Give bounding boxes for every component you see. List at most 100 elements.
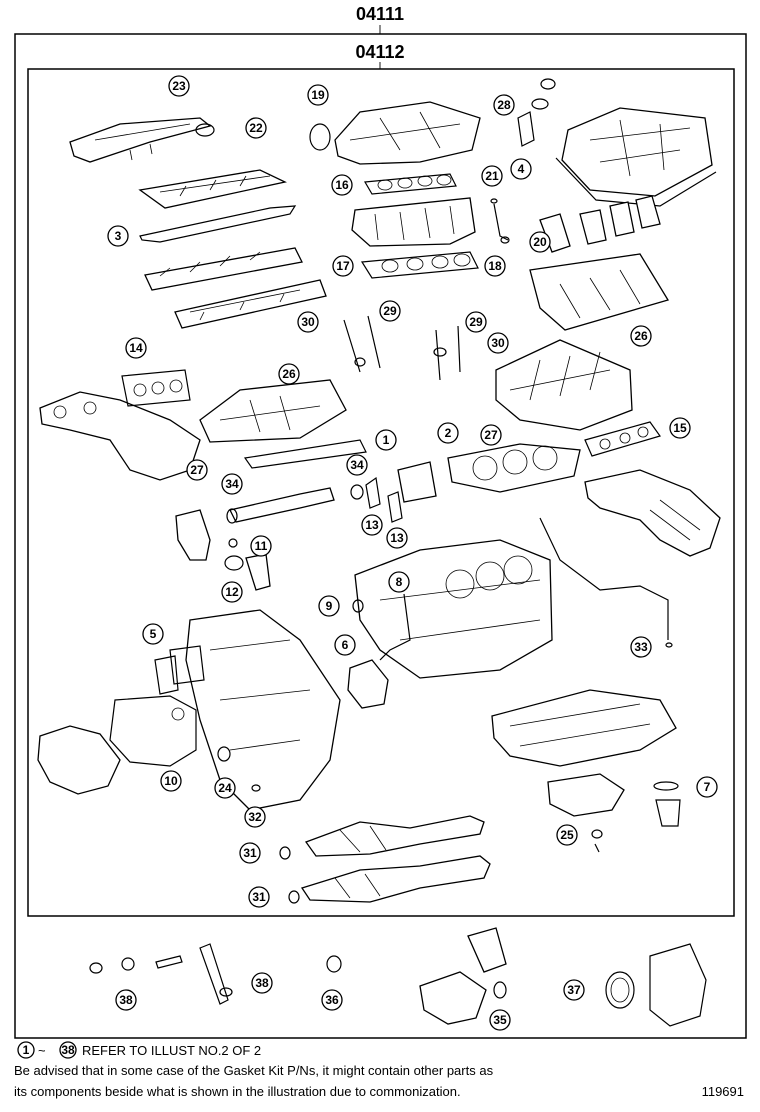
callout-number: 5	[150, 627, 157, 641]
callout-number: 1	[383, 433, 390, 447]
range-end-callout: 38	[59, 1041, 77, 1059]
callout-circle	[493, 94, 515, 116]
range-separator: ~	[38, 1043, 46, 1058]
callout-14: 14	[125, 337, 147, 359]
svg-text:1: 1	[23, 1043, 30, 1057]
callout-number: 31	[243, 846, 257, 860]
callout-circle	[386, 527, 408, 549]
callout-number: 7	[704, 780, 711, 794]
callout-23: 23	[168, 75, 190, 97]
callout-number: 27	[484, 428, 498, 442]
callout-22: 22	[245, 117, 267, 139]
callout-circle	[487, 332, 509, 354]
illustration-number: 119691	[702, 1084, 744, 1099]
callout-38: 38	[115, 989, 137, 1011]
callout-circle	[630, 636, 652, 658]
callout-37: 37	[563, 979, 585, 1001]
callout-circle	[321, 989, 343, 1011]
callout-circle	[221, 581, 243, 603]
callout-circle	[489, 1009, 511, 1031]
callout-27: 27	[186, 459, 208, 481]
callout-circle	[484, 255, 506, 277]
callout-circle	[245, 117, 267, 139]
callout-27: 27	[480, 424, 502, 446]
callout-number: 11	[255, 539, 268, 553]
callout-circle	[248, 886, 270, 908]
callout-3: 3	[107, 225, 129, 247]
callout-20: 20	[529, 231, 551, 253]
callout-number: 22	[249, 121, 263, 135]
callout-34: 34	[346, 454, 368, 476]
inner-kit-code: 04112	[355, 42, 404, 62]
range-note: REFER TO ILLUST NO.2 OF 2	[82, 1043, 261, 1058]
callout-2: 2	[437, 422, 459, 444]
callout-34: 34	[221, 473, 243, 495]
callout-circle	[278, 363, 300, 385]
callout-7: 7	[696, 776, 718, 798]
callout-circle	[142, 623, 164, 645]
callout-circle	[510, 158, 532, 180]
callout-circle	[379, 300, 401, 322]
callout-circle	[250, 535, 272, 557]
callout-30: 30	[297, 311, 319, 333]
advisory-line-2: its components beside what is shown in t…	[14, 1084, 461, 1099]
callout-13: 13	[361, 514, 383, 536]
callout-28: 28	[493, 94, 515, 116]
callout-number: 8	[396, 575, 403, 589]
callout-circle	[307, 84, 329, 106]
callout-circle	[318, 595, 340, 617]
callout-11: 11	[250, 535, 272, 557]
callout-number: 27	[190, 463, 204, 477]
callout-18: 18	[484, 255, 506, 277]
callout-circle	[107, 225, 129, 247]
callout-number: 28	[497, 98, 511, 112]
callout-15: 15	[669, 417, 691, 439]
callout-12: 12	[221, 581, 243, 603]
callout-31: 31	[239, 842, 261, 864]
callout-circle	[214, 777, 236, 799]
callout-number: 38	[119, 993, 133, 1007]
callout-number: 17	[336, 259, 350, 273]
callout-25: 25	[556, 824, 578, 846]
callout-29: 29	[465, 311, 487, 333]
callout-number: 14	[129, 341, 143, 355]
callout-circle	[239, 842, 261, 864]
callout-number: 30	[301, 315, 315, 329]
callout-10: 10	[160, 770, 182, 792]
callout-4: 4	[510, 158, 532, 180]
callout-number: 25	[560, 828, 574, 842]
callout-number: 32	[248, 810, 262, 824]
callout-circle	[696, 776, 718, 798]
callout-1: 1	[375, 429, 397, 451]
callout-circle	[669, 417, 691, 439]
callout-17: 17	[332, 255, 354, 277]
callout-number: 13	[390, 531, 404, 545]
callout-26: 26	[630, 325, 652, 347]
outer-kit-frame	[14, 33, 747, 1039]
callout-number: 29	[469, 315, 483, 329]
callout-number: 13	[365, 518, 379, 532]
callout-number: 29	[383, 304, 397, 318]
callout-31: 31	[248, 886, 270, 908]
callout-circle	[563, 979, 585, 1001]
callout-35: 35	[489, 1009, 511, 1031]
callout-circle	[251, 972, 273, 994]
outer-kit-code: 04111	[356, 4, 404, 24]
callout-circle	[221, 473, 243, 495]
callout-32: 32	[244, 806, 266, 828]
callout-number: 36	[325, 993, 339, 1007]
callout-26: 26	[278, 363, 300, 385]
callout-33: 33	[630, 636, 652, 658]
callout-number: 4	[518, 162, 525, 176]
callout-circle	[465, 311, 487, 333]
callout-circle	[331, 174, 353, 196]
callout-5: 5	[142, 623, 164, 645]
advisory-line-1: Be advised that in some case of the Gask…	[14, 1063, 494, 1078]
callout-circle	[334, 634, 356, 656]
callout-number: 23	[172, 79, 186, 93]
callout-circle	[244, 806, 266, 828]
callout-circle	[529, 231, 551, 253]
callout-number: 9	[326, 599, 333, 613]
callout-9: 9	[318, 595, 340, 617]
